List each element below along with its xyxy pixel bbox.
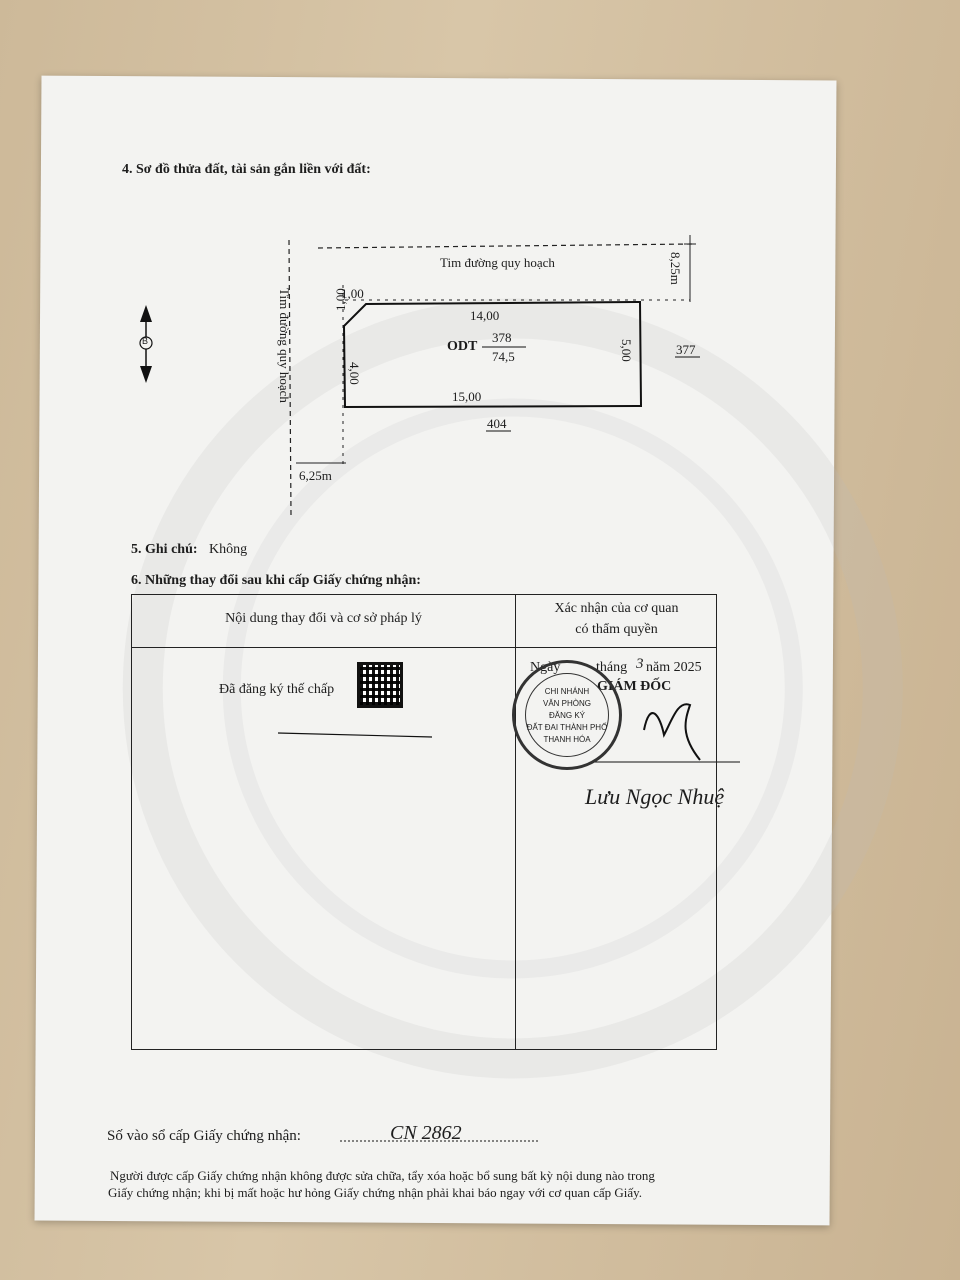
corner-horizontal-length: 1,00 (341, 286, 364, 301)
neighbor-parcel-bottom: 404 (487, 416, 507, 431)
date-year: năm 2025 (646, 660, 702, 675)
footer-note-line1: Người được cấp Giấy chứng nhận không đượ… (110, 1168, 655, 1183)
road-top-width: 8,25m (668, 252, 683, 285)
registration-number: CN 2862 (390, 1122, 462, 1144)
land-type-code: ODT (447, 339, 478, 354)
corner-vertical-length: 1,00 (333, 288, 348, 311)
section-4-heading: 4. Sơ đồ thửa đất, tài sản gắn liền với … (122, 162, 371, 177)
parcel-number: 378 (492, 330, 512, 345)
col2-header-line1: Xác nhận của cơ quan (554, 601, 679, 616)
qr-code-icon (357, 662, 403, 708)
change-entry-text: Đã đăng ký thế chấp (219, 682, 335, 697)
signer-name: Lưu Ngọc Nhuệ (585, 784, 725, 809)
edge-bottom-length: 15,00 (452, 389, 482, 404)
col1-header: Nội dung thay đổi và cơ sở pháp lý (225, 611, 422, 626)
section-5-value: Không (209, 542, 248, 557)
col2-header-line2: có thẩm quyền (575, 622, 658, 637)
neighbor-parcel-right: 377 (676, 342, 696, 357)
edge-right-length: 5,00 (619, 339, 634, 362)
footer-note-line2: Giấy chứng nhận; khi bị mất hoặc hư hỏng… (108, 1185, 643, 1200)
road-top-label: Tim đường quy hoạch (440, 255, 555, 270)
changes-table: Nội dung thay đổi và cơ sở pháp lý Xác n… (131, 594, 717, 1050)
edge-top-length: 14,00 (470, 308, 500, 323)
official-stamp: CHI NHÁNH VĂN PHÒNG ĐĂNG KÝ ĐẤT ĐAI THÀN… (512, 660, 622, 770)
date-month: 3 (636, 656, 644, 672)
road-left-width: 6,25m (299, 468, 332, 483)
road-left-label: Tim đường quy hoạch (277, 288, 292, 403)
registration-label: Số vào sổ cấp Giấy chứng nhận: (107, 1128, 301, 1144)
date-month-label: tháng (596, 660, 628, 675)
north-arrow-icon: B (142, 336, 149, 346)
section-5-label: 5. Ghi chú: (131, 542, 198, 557)
edge-left-length: 4,00 (347, 362, 362, 385)
parcel-area: 74,5 (492, 349, 515, 364)
section-6-heading: 6. Những thay đổi sau khi cấp Giấy chứng… (131, 573, 421, 588)
